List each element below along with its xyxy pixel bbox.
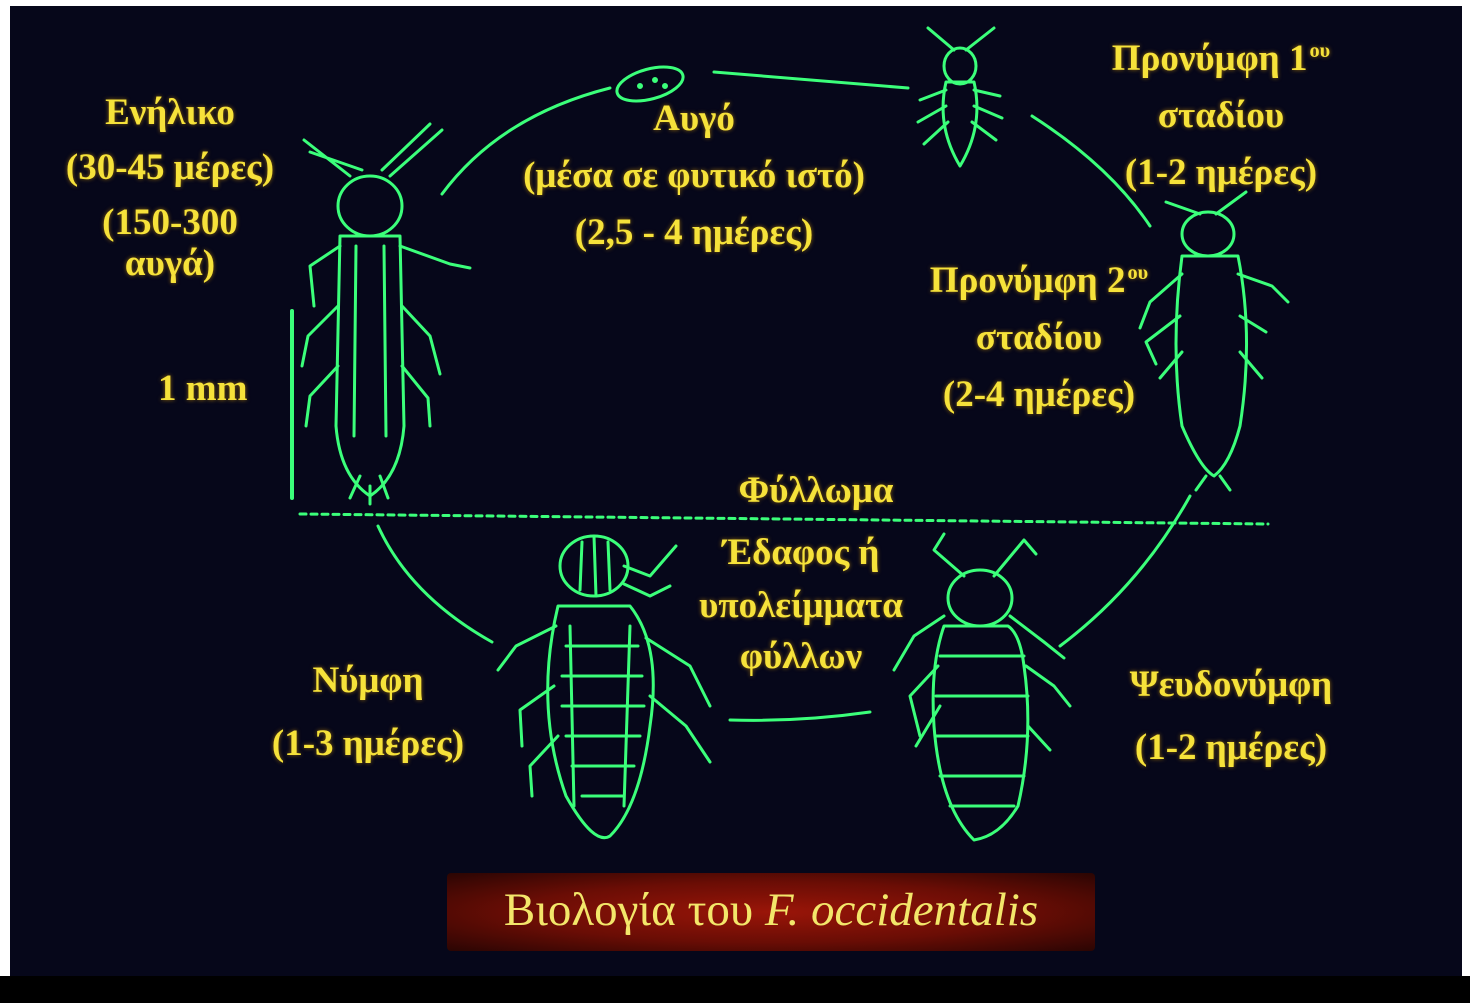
pupa-name: Νύμφη [238,662,498,699]
soil-line2: υπολείμματα [666,587,936,624]
pupa-duration: (1-3 ημέρες) [238,725,498,762]
prepupa-label: Ψευδονύμφη (1-2 ημέρες) [1096,666,1366,766]
second-instar-stage: σταδίου [894,319,1184,356]
title-species: F. occidentalis [765,884,1038,936]
adult-duration: (30-45 μέρες) [46,149,294,186]
prepupa-name: Ψευδονύμφη [1096,666,1366,703]
soil-line1: Έδαφος ή [666,534,936,571]
adult-thrips-drawing [302,124,470,504]
title-prefix: Βιολογία του [504,884,765,936]
first-instar-duration: (1-2 ημέρες) [1076,154,1366,191]
first-instar-stage: σταδίου [1076,97,1366,134]
pupa-label: Νύμφη (1-3 ημέρες) [238,662,498,762]
first-instar-name: Προνύμφη 1 [1112,38,1308,79]
egg-location: (μέσα σε φυτικό ιστό) [484,157,904,194]
second-instar-name: Προνύμφη 2 [930,260,1126,301]
foliage-soil-divider [300,514,1268,524]
adult-eggs-line2: αυγά) [46,245,294,282]
title-banner: Βιολογία του F. occidentalis [447,873,1095,951]
first-instar-label: Προνύμφη 1ου σταδίου (1-2 ημέρες) [1076,40,1366,191]
adult-label: Ενήλικο (30-45 μέρες) (150-300 αυγά) [46,94,294,282]
scale-label: 1 mm [158,370,247,407]
second-instar-sup: ου [1127,262,1148,284]
first-instar-sup: ου [1309,40,1330,62]
foliage-label: Φύλλωμα [696,472,936,509]
bottom-border [0,976,1470,1003]
prepupa-duration: (1-2 ημέρες) [1096,729,1366,766]
first-instar-larva-drawing [918,28,1002,166]
egg-duration: (2,5 - 4 ημέρες) [484,214,904,251]
diagram-slide: Ενήλικο (30-45 μέρες) (150-300 αυγά) 1 m… [10,6,1462,976]
adult-eggs-line1: (150-300 [46,204,294,241]
soil-line3: φύλλων [666,638,936,675]
slide-title: Βιολογία του F. occidentalis [447,887,1095,934]
soil-label: Έδαφος ή υπολείμματα φύλλων [666,534,936,675]
egg-label: Αυγό (μέσα σε φυτικό ιστό) (2,5 - 4 ημέρ… [484,100,904,251]
second-instar-label: Προνύμφη 2ου σταδίου (2-4 ημέρες) [894,262,1184,413]
egg-name: Αυγό [484,100,904,137]
adult-name: Ενήλικο [46,94,294,131]
second-instar-duration: (2-4 ημέρες) [894,376,1184,413]
